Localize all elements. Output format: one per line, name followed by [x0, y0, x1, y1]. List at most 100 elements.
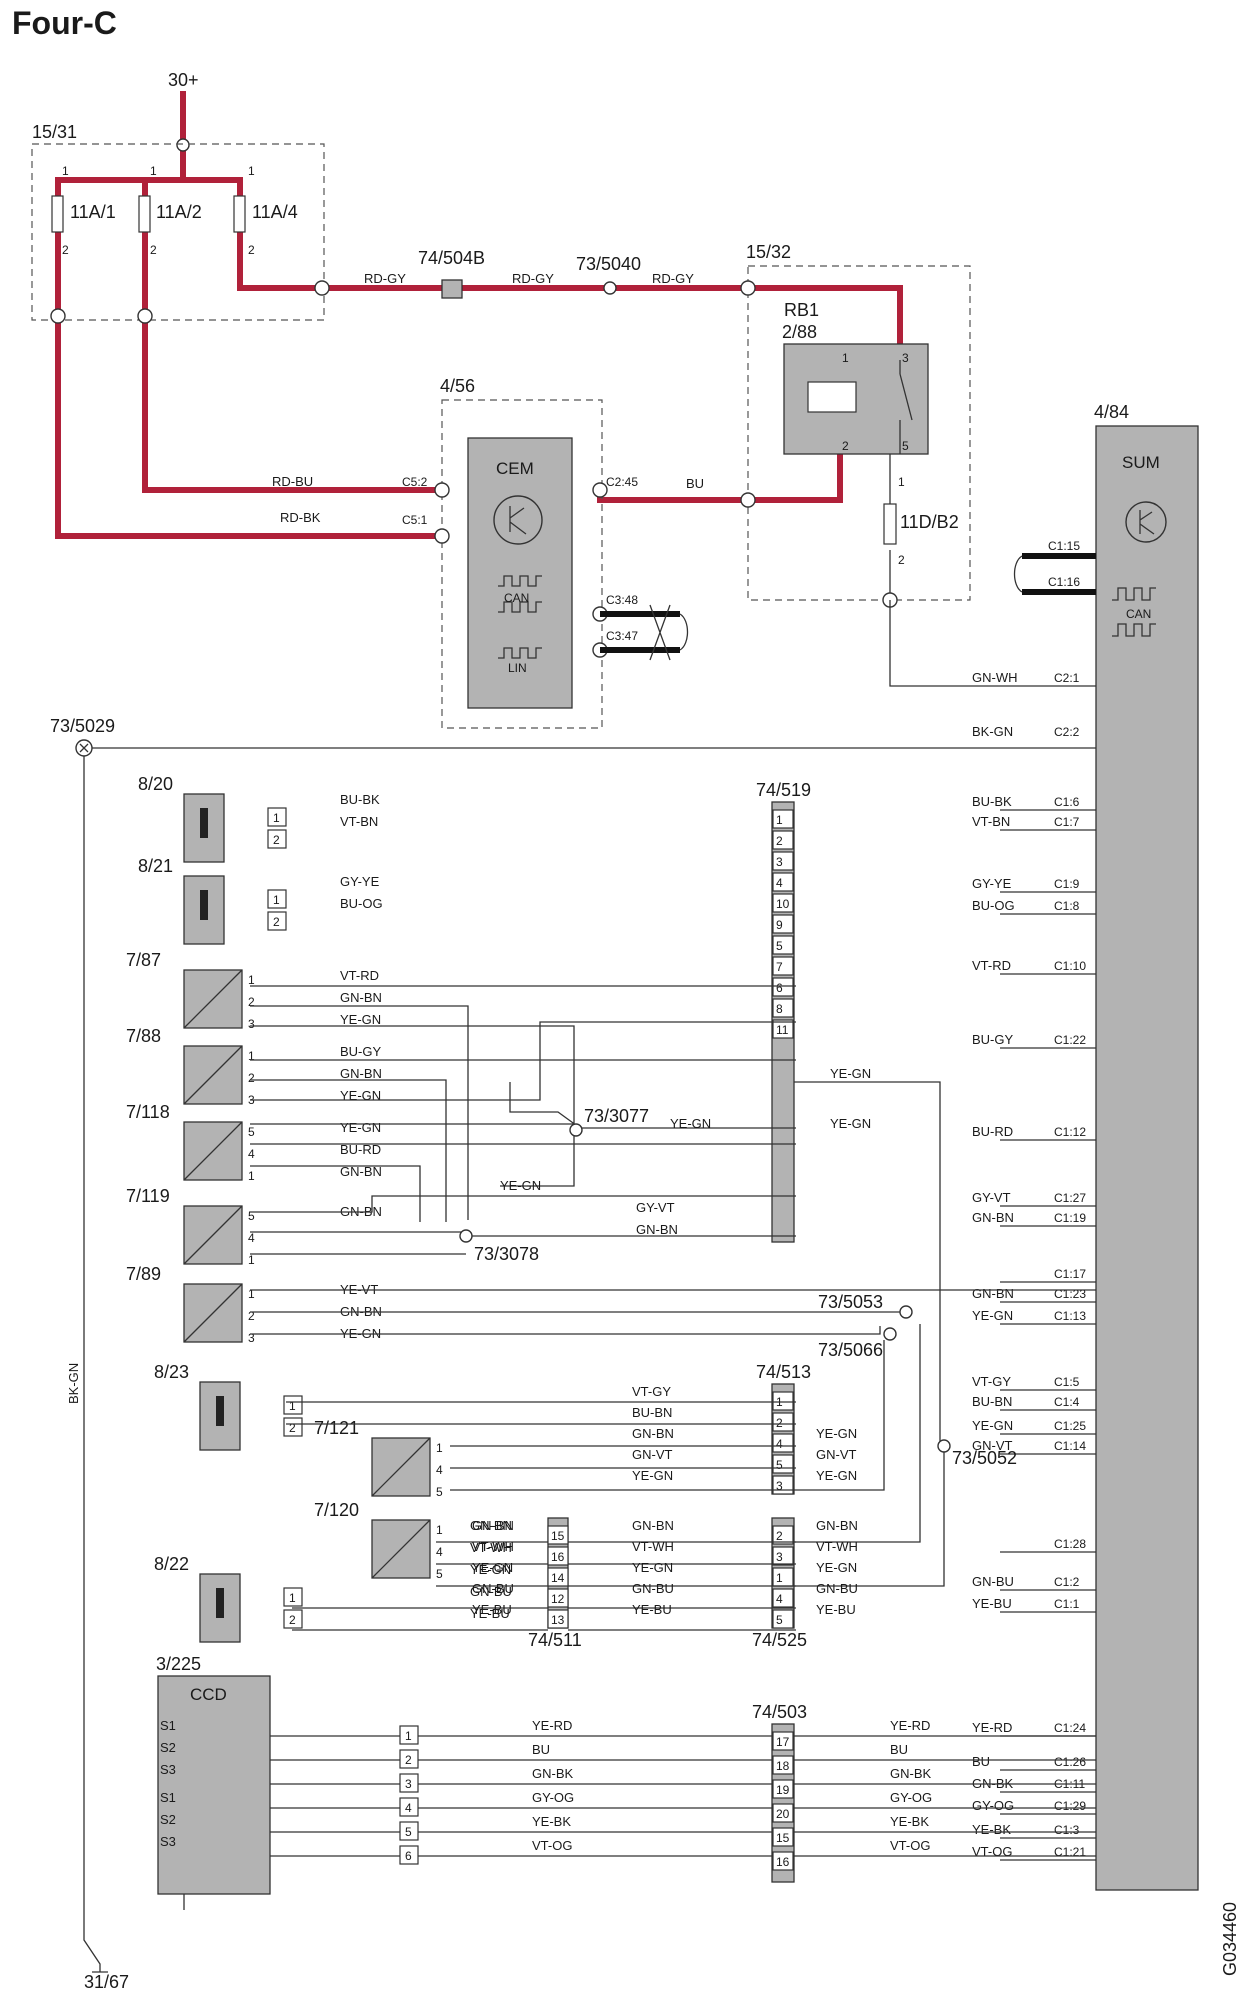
svg-text:17: 17 — [776, 1735, 790, 1749]
svg-text:2: 2 — [289, 1613, 296, 1627]
svg-text:11A/2: 11A/2 — [156, 202, 202, 222]
sum-pin-label: C2:1 — [1054, 671, 1080, 685]
sum-pin-label: C1:4 — [1054, 1395, 1080, 1409]
ccd-module — [157, 1675, 271, 1895]
svg-text:2: 2 — [273, 915, 280, 929]
svg-text:3: 3 — [902, 351, 909, 365]
svg-text:C1:16: C1:16 — [1048, 575, 1080, 589]
svg-text:1: 1 — [436, 1523, 443, 1537]
svg-text:5: 5 — [436, 1485, 443, 1499]
wire-label: VT-WH — [632, 1539, 674, 1554]
svg-text:8/22: 8/22 — [154, 1554, 189, 1574]
svg-text:4: 4 — [405, 1801, 412, 1815]
wire-label: GN-WH — [972, 670, 1018, 685]
svg-text:3: 3 — [776, 1479, 783, 1493]
svg-text:RD-BU: RD-BU — [272, 474, 313, 489]
can-bus-sum — [1022, 553, 1096, 595]
cem-module — [467, 437, 573, 709]
connector-519-label: 74/519 — [756, 780, 811, 800]
svg-text:7/121: 7/121 — [314, 1418, 359, 1438]
fuse-terminal — [137, 308, 153, 324]
cem-id: 4/56 — [440, 376, 475, 396]
wire-label: VT-OG — [532, 1838, 572, 1853]
svg-text:11: 11 — [776, 1023, 789, 1037]
svg-text:20: 20 — [776, 1807, 790, 1821]
svg-text:18: 18 — [776, 1759, 790, 1773]
splice-5040 — [603, 281, 617, 295]
transistor-icon — [493, 495, 543, 545]
svg-text:8: 8 — [776, 1002, 783, 1016]
svg-text:1: 1 — [436, 1441, 443, 1455]
wire-label: YE-RD — [532, 1718, 572, 1733]
svg-text:1: 1 — [776, 813, 783, 827]
svg-text:2: 2 — [842, 439, 849, 453]
ccd-name: CCD — [190, 1685, 227, 1704]
svg-text:GN-BN: GN-BN — [636, 1222, 678, 1237]
wire-label: GN-BN — [972, 1286, 1014, 1301]
svg-text:C3:47: C3:47 — [606, 629, 638, 643]
wire-label: GN-BN — [632, 1426, 674, 1441]
svg-text:YE-GN: YE-GN — [830, 1066, 871, 1081]
wire-label: GN-BU — [816, 1581, 858, 1596]
wire-label: YE-RD — [890, 1718, 930, 1733]
ccd-switch-label: S3 — [160, 1762, 176, 1777]
wire-label: YE-BU — [632, 1602, 672, 1617]
connector-525-label: 74/525 — [752, 1630, 807, 1650]
svg-text:7/119: 7/119 — [126, 1186, 170, 1206]
wire-label: GN-BU — [470, 1584, 512, 1599]
wire-label: YE-GN — [816, 1468, 857, 1483]
ground-label: 31/67 — [84, 1972, 129, 1992]
svg-text:1: 1 — [248, 1253, 255, 1267]
wire-label: GY-OG — [532, 1790, 574, 1805]
svg-text:LIN: LIN — [508, 661, 527, 675]
sum-pin-label: C1:10 — [1054, 959, 1086, 973]
svg-text:1: 1 — [248, 1049, 255, 1063]
ccd-pin — [399, 1845, 419, 1865]
supply-label: 30+ — [168, 70, 199, 90]
svg-text:14: 14 — [551, 1571, 565, 1585]
sum-pins: C2:1GN-WHC2:2BK-GNC1:6BU-BKC1:7VT-BNC1:9… — [972, 670, 1096, 1861]
wire-label: YE-BU — [972, 1596, 1012, 1611]
sum-pin-label: C1:9 — [1054, 877, 1080, 891]
ccd-switch-label: S1 — [160, 1790, 176, 1805]
supply-terminal — [176, 138, 190, 152]
svg-text:6: 6 — [405, 1849, 412, 1863]
svg-text:4: 4 — [436, 1545, 443, 1559]
sum-id: 4/84 — [1094, 402, 1129, 422]
svg-text:3: 3 — [405, 1777, 412, 1791]
sum-pin-label: C1:28 — [1054, 1537, 1086, 1551]
svg-text:4: 4 — [248, 1147, 255, 1161]
splice-5052-label: 73/5052 — [952, 1448, 1017, 1468]
sum-pin-label: C1:26 — [1054, 1755, 1086, 1769]
splice-5053-label: 73/5053 — [818, 1292, 883, 1312]
sum-pin-label: C1:5 — [1054, 1375, 1080, 1389]
sum-pin-label: C1:1 — [1054, 1597, 1080, 1611]
wire-label: BU — [972, 1754, 990, 1769]
ccd-switch-label: S3 — [160, 1834, 176, 1849]
wire-label: YE-BK — [972, 1822, 1011, 1837]
svg-text:16: 16 — [776, 1855, 790, 1869]
wire-label: GN-BN — [470, 1518, 512, 1533]
svg-text:1: 1 — [273, 893, 280, 907]
svg-text:1: 1 — [405, 1729, 412, 1743]
svg-text:2: 2 — [248, 1071, 255, 1085]
wire-label: VT-WH — [470, 1540, 512, 1555]
fuse-terminal — [50, 308, 66, 324]
wire-label: YE-BK — [532, 1814, 571, 1829]
wire-label: GN-BN — [632, 1518, 674, 1533]
wire-label: VT-OG — [972, 1844, 1012, 1859]
fuse-box-id: 15/31 — [32, 122, 77, 142]
relay-box-id: 15/32 — [746, 242, 791, 262]
connector-504b-label: 74/504B — [418, 248, 485, 268]
wire-label: BU-BN — [972, 1394, 1012, 1409]
wire-label: YE-GN — [632, 1468, 673, 1483]
can-signal-icon — [1112, 587, 1156, 637]
cem-outline — [441, 399, 603, 729]
wire-label: VT-BN — [340, 814, 378, 829]
transistor-icon — [1125, 501, 1167, 543]
wire-label: YE-GN — [816, 1426, 857, 1441]
wire-label: VT-WH — [472, 1539, 514, 1554]
svg-text:8/20: 8/20 — [138, 774, 173, 794]
sum-pin-label: C1:3 — [1054, 1823, 1080, 1837]
